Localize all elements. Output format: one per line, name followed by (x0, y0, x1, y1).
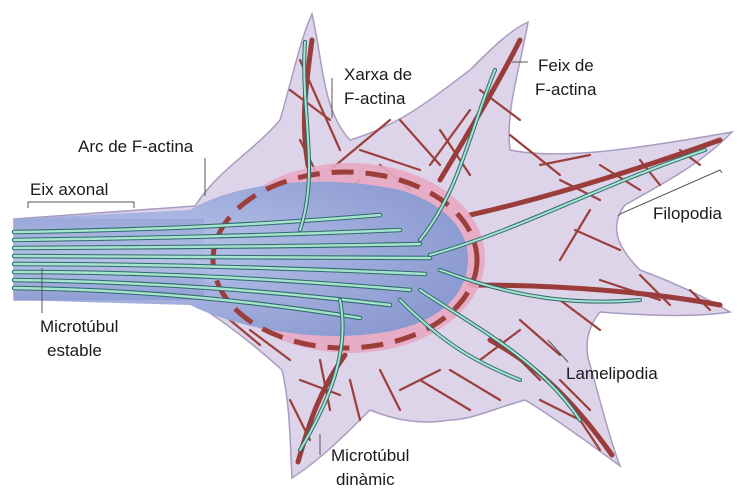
label-microtubul-dinamic-line2: dinàmic (336, 470, 395, 489)
label-filopodia: Filopodia (653, 204, 723, 223)
label-xarxa-line2: F-actina (344, 89, 406, 108)
eix-axonal-bracket (28, 202, 134, 208)
label-feix-line1: Feix de (538, 56, 594, 75)
label-microtubul-estable-line1: Microtúbul (40, 317, 118, 336)
label-arc: Arc de F-actina (78, 137, 194, 156)
label-feix-line2: F-actina (535, 80, 597, 99)
label-microtubul-estable-line2: estable (47, 341, 102, 360)
label-microtubul-dinamic-line1: Microtúbul (331, 446, 409, 465)
label-eix: Eix axonal (30, 180, 108, 199)
label-lamelipodia: Lamelipodia (566, 364, 658, 383)
label-xarxa-line1: Xarxa de (344, 65, 412, 84)
